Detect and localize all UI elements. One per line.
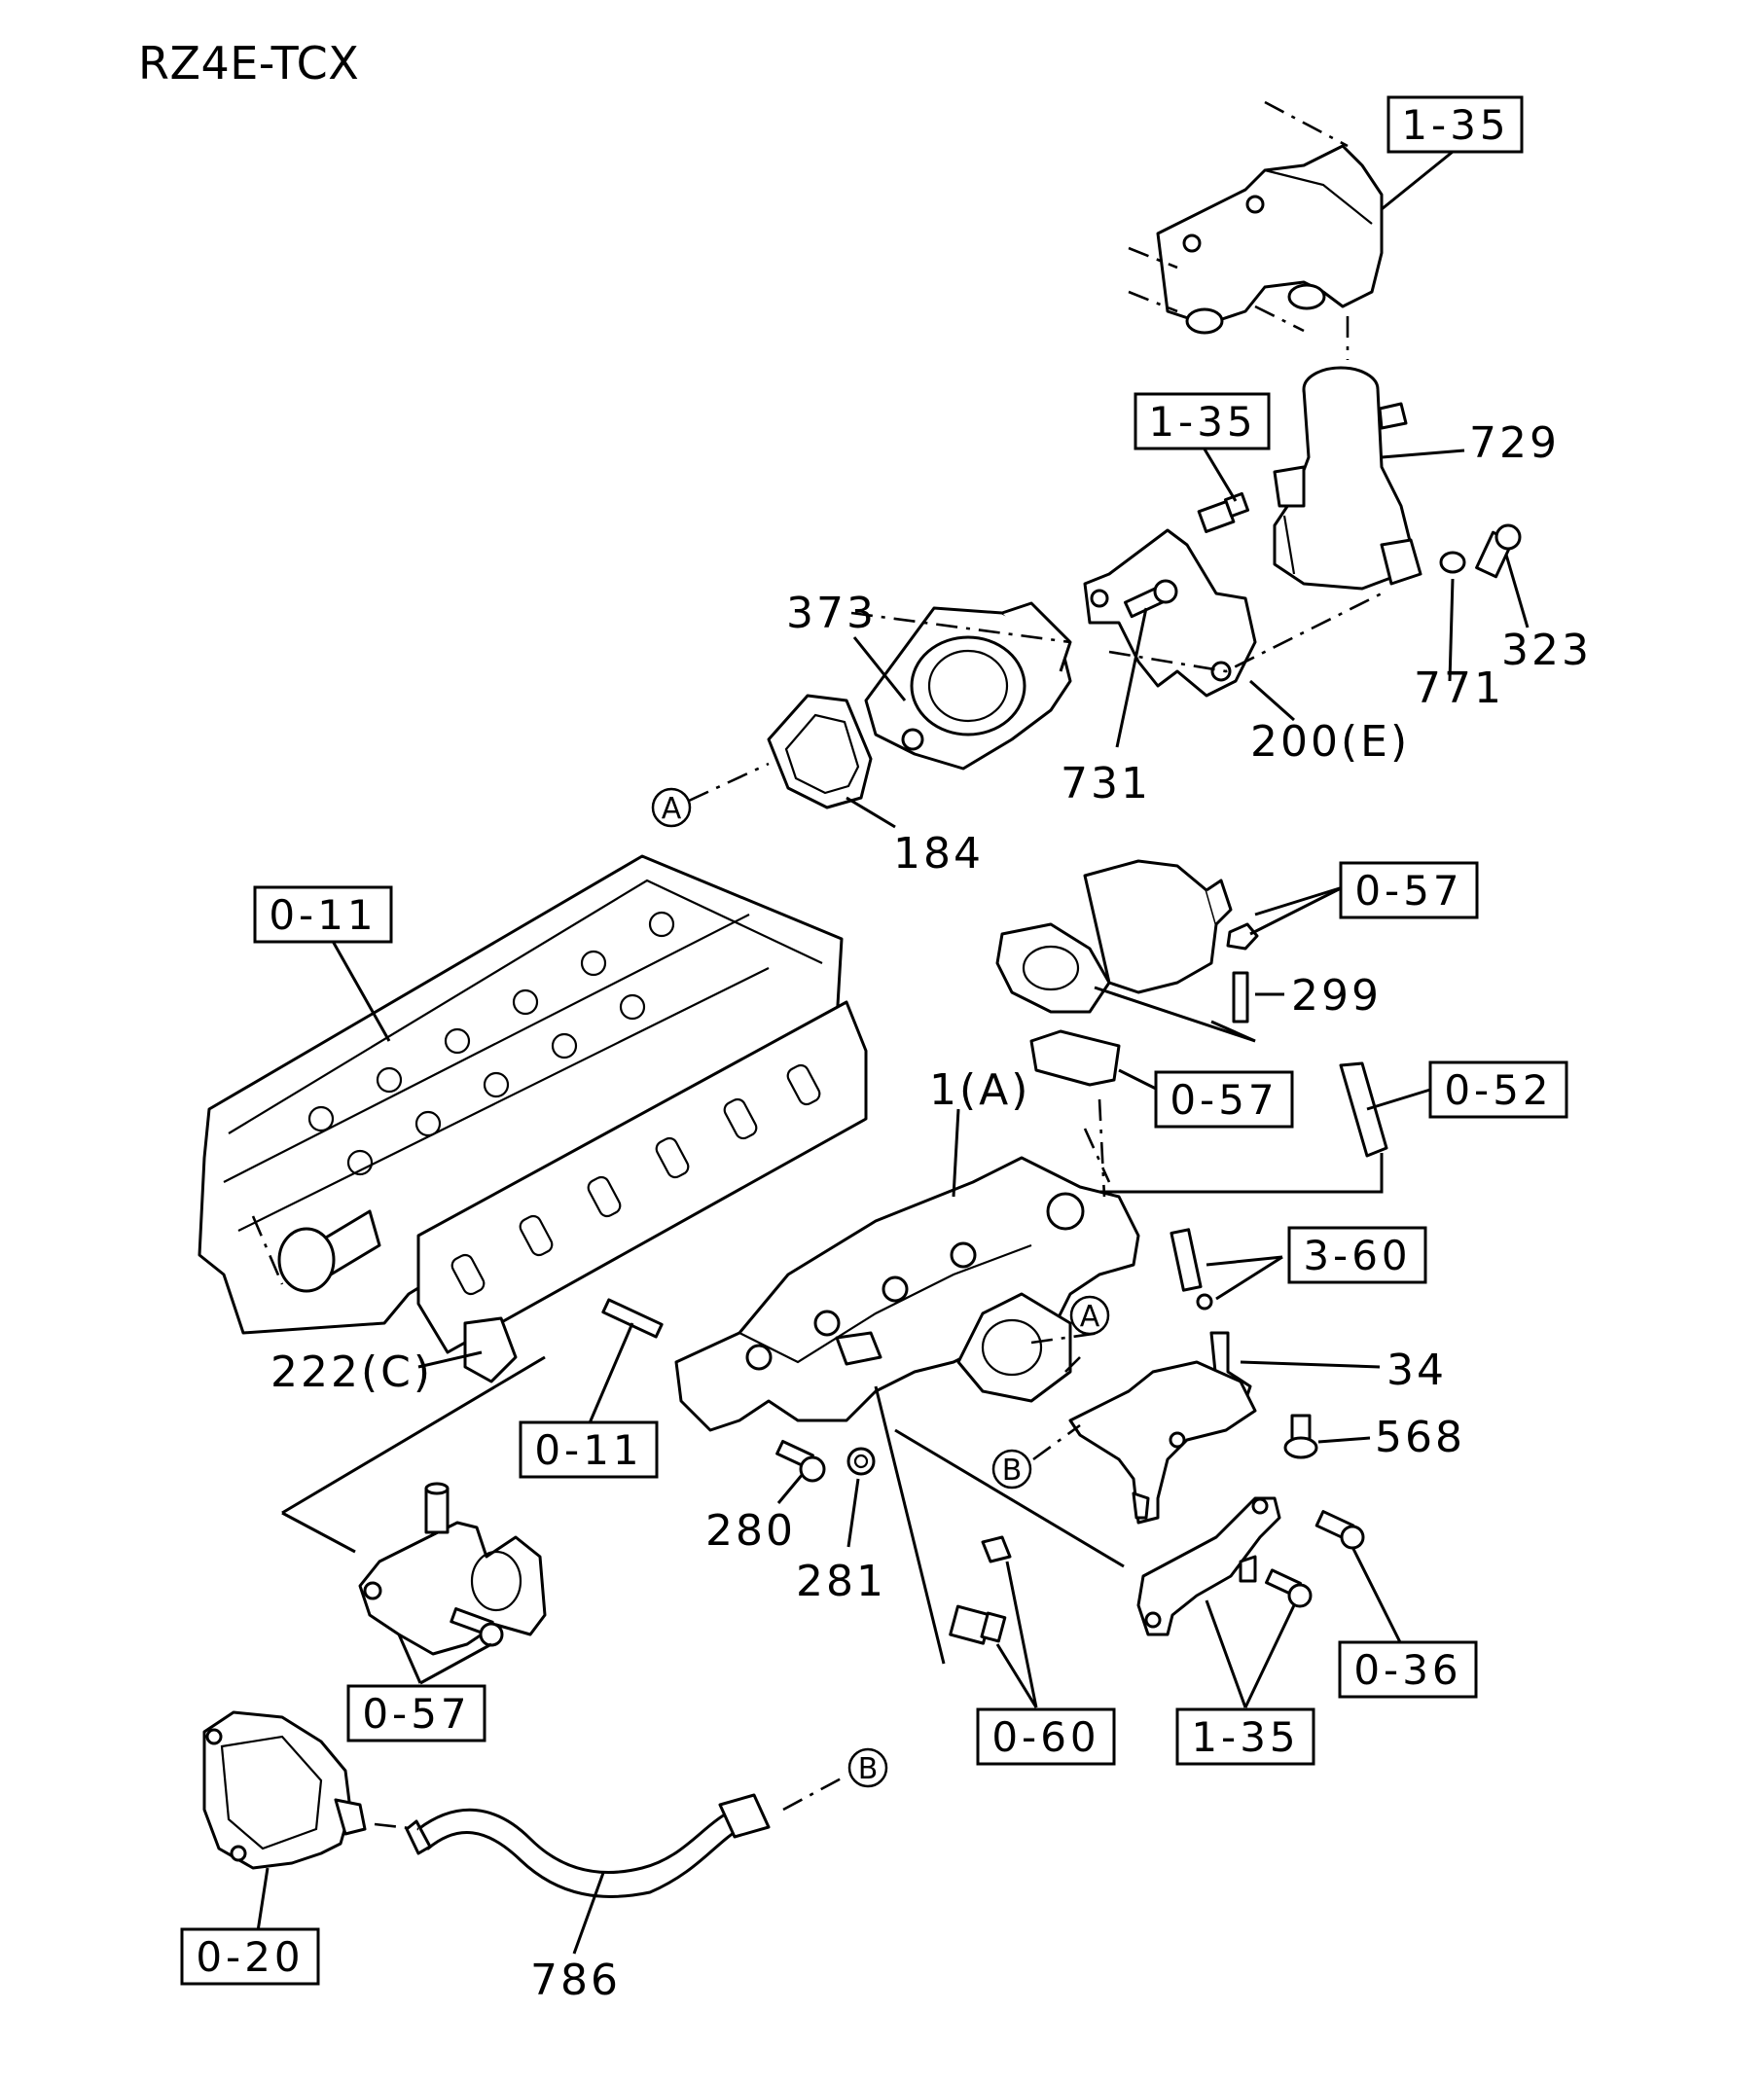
part-label-568: 568 [1375, 1413, 1465, 1462]
ref-box-0-20[interactable]: 0-20 [180, 1927, 320, 1986]
bolt-323-part [1475, 523, 1522, 579]
intake-manifold-1a-part [674, 1156, 1140, 1432]
page-title: RZ4E-TCX [138, 37, 360, 90]
connector-label: B [1002, 1454, 1023, 1488]
bolt-731-part [1123, 579, 1178, 619]
part-label-34: 34 [1386, 1346, 1447, 1395]
ref-box-1-35-mid[interactable]: 1-35 [1134, 392, 1271, 450]
part-label-222c: 222(C) [270, 1347, 433, 1397]
part-label-299: 299 [1291, 971, 1382, 1021]
egr-gasket-part [1029, 1029, 1121, 1087]
connector-label: B [858, 1752, 879, 1786]
bolt-036-part [1314, 1510, 1365, 1550]
part-label-786: 786 [530, 1956, 621, 2005]
ref-box-label: 1-35 [1191, 1713, 1299, 1761]
ref-box-label: 0-57 [1354, 867, 1462, 915]
connector-b-pipe: B [991, 1449, 1032, 1490]
ref-box-label: 0-11 [269, 891, 377, 939]
ref-box-label: 0-57 [362, 1690, 470, 1738]
clamp-360-part [1170, 1228, 1213, 1311]
ref-box-1-35-top[interactable]: 1-35 [1386, 95, 1524, 154]
sensor-part [1197, 491, 1250, 533]
stud-part [601, 1298, 664, 1339]
ref-box-label: 0-36 [1353, 1646, 1461, 1694]
ref-box-label: 0-60 [991, 1713, 1099, 1761]
flange-222c-part [463, 1316, 518, 1383]
part-label-1a: 1(A) [929, 1065, 1030, 1115]
part-label-373: 373 [786, 589, 877, 638]
intake-gasket-part [416, 1000, 868, 1354]
bracket-135-part [1136, 1496, 1281, 1636]
bolt-280-part [775, 1439, 826, 1483]
part-label-771: 771 [1414, 664, 1504, 713]
ref-box-label: 0-57 [1170, 1076, 1278, 1124]
part-label-281: 281 [796, 1557, 886, 1606]
ref-box-label: 3-60 [1303, 1232, 1411, 1279]
part-label-729: 729 [1469, 418, 1560, 468]
part-label-731: 731 [1061, 759, 1151, 808]
ref-box-1-35-lower[interactable]: 1-35 [1175, 1707, 1315, 1766]
nut-281-part [846, 1447, 876, 1476]
bolt-part [450, 1607, 504, 1647]
nut-part [1226, 922, 1259, 951]
ref-box-3-60[interactable]: 3-60 [1287, 1226, 1427, 1284]
cylinder-head-ports [307, 911, 675, 1176]
throttle-body-373-part [864, 601, 1072, 771]
bolt-568-part [1283, 1414, 1318, 1459]
washer-771-part [1439, 551, 1466, 574]
ref-box-label: 0-52 [1444, 1066, 1552, 1114]
part-label-200e: 200(E) [1250, 717, 1410, 767]
ref-box-0-60[interactable]: 0-60 [976, 1707, 1116, 1766]
ref-box-0-11-top[interactable]: 0-11 [253, 885, 393, 944]
elbow-729-part [1273, 366, 1422, 591]
connector-label: A [1080, 1300, 1100, 1334]
sensor-060-part [949, 1535, 1012, 1645]
ref-box-0-57-thermostat[interactable]: 0-57 [346, 1684, 486, 1742]
part-label-323: 323 [1501, 626, 1592, 675]
connector-a-manifold: A [1069, 1295, 1110, 1336]
part-label-184: 184 [893, 829, 984, 879]
cylinder-head-part [198, 854, 844, 1335]
hose-052-part [1339, 1061, 1388, 1158]
connector-label: A [662, 792, 682, 826]
thermostat-housing-part [358, 1482, 547, 1656]
bracket-200e-part [1083, 528, 1257, 698]
gasket-184-part [767, 694, 873, 809]
connector-a-throttle: A [651, 787, 692, 828]
ref-box-label: 0-11 [534, 1426, 642, 1474]
ref-box-0-57-egr[interactable]: 0-57 [1339, 861, 1479, 919]
pipe-34-part [1068, 1331, 1257, 1525]
ref-box-label: 0-20 [196, 1933, 304, 1981]
ref-box-label: 1-35 [1401, 101, 1509, 149]
leader-lines [251, 150, 1530, 1955]
ref-box-0-36[interactable]: 0-36 [1338, 1640, 1478, 1699]
egr-valve-part [995, 859, 1233, 1014]
vacuum-pump-020-part [202, 1710, 367, 1870]
ref-box-0-11-lower[interactable]: 0-11 [519, 1420, 659, 1479]
bolt-part [1265, 1568, 1313, 1608]
connector-b-hose: B [847, 1747, 888, 1788]
ref-box-0-52[interactable]: 0-52 [1428, 1060, 1568, 1119]
hose-786-part [405, 1793, 771, 1898]
stud-299-part [1232, 971, 1249, 1024]
intake-pipe-part [1128, 100, 1384, 360]
ref-box-0-57-gasket[interactable]: 0-57 [1154, 1070, 1294, 1129]
ref-box-label: 1-35 [1148, 398, 1256, 446]
part-label-280: 280 [705, 1506, 796, 1556]
